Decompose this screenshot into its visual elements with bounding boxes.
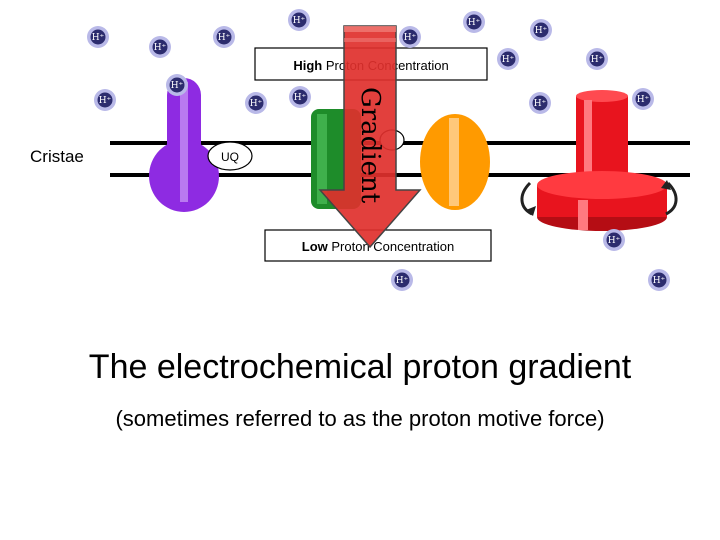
proton-ion: H⁺ [632,88,654,110]
gradient-label: Gradient [355,87,385,204]
proton-ion: H⁺ [586,48,608,70]
gradient-arrow: Gradient [318,25,422,249]
proton-ions: H⁺ H⁺ H⁺ H⁺ H⁺ H⁺ H⁺ H⁺ H⁺ H⁺ H⁺ H⁺ H⁺ H⁺ H⁺ H⁺ H⁺ H⁺ [87,9,670,291]
proton-ion: H⁺ [166,74,188,96]
page-title: The electrochemical proton gradient [88,348,632,386]
proton-ion: H⁺ [149,36,171,58]
svg-text:H⁺: H⁺ [171,81,184,91]
proton-ion: H⁺ [94,89,116,111]
svg-text:H⁺: H⁺ [535,26,548,36]
svg-text:H⁺: H⁺ [294,93,307,103]
proton-ion: H⁺ [87,26,109,48]
low-concentration-box: Low Proton Concentration [264,229,492,262]
proton-ion: H⁺ [288,9,310,31]
proton-ion: H⁺ [603,229,625,251]
proton-ion: H⁺ [399,26,421,48]
ubiquinone: UQ [207,141,253,171]
proton-ion: H⁺ [530,19,552,41]
complex-orange [420,114,490,210]
svg-text:H⁺: H⁺ [591,55,604,65]
svg-text:H⁺: H⁺ [92,33,105,43]
proton-ion: H⁺ [245,92,267,114]
proton-ion: H⁺ [648,269,670,291]
proton-ion: H⁺ [463,11,485,33]
svg-text:H⁺: H⁺ [502,55,515,65]
svg-text:H⁺: H⁺ [534,99,547,109]
svg-text:H⁺: H⁺ [404,33,417,43]
svg-text:H⁺: H⁺ [218,33,231,43]
low-label-bold: Low [302,239,329,254]
proton-ion: H⁺ [497,48,519,70]
atp-synthase [520,90,678,231]
svg-text:H⁺: H⁺ [653,276,666,286]
complex-purple [149,78,219,212]
proton-ion: H⁺ [391,269,413,291]
high-label-bold: High [293,58,322,73]
svg-text:H⁺: H⁺ [468,18,481,28]
page-subtitle: (sometimes referred to as the proton mot… [115,406,605,431]
svg-text:H⁺: H⁺ [250,99,263,109]
proton-ion: H⁺ [289,86,311,108]
low-label-rest: Proton Concentration [328,239,454,254]
cristae-label: Cristae [30,147,84,166]
svg-text:H⁺: H⁺ [396,276,409,286]
svg-text:Low Proton Concentration: Low Proton Concentration [302,239,454,254]
rotation-arrow-right-icon [665,181,678,216]
svg-text:H⁺: H⁺ [637,95,650,105]
svg-text:H⁺: H⁺ [293,16,306,26]
svg-text:H⁺: H⁺ [154,43,167,53]
proton-ion: H⁺ [213,26,235,48]
proton-ion: H⁺ [529,92,551,114]
svg-text:H⁺: H⁺ [608,236,621,246]
uq-label: UQ [221,150,239,164]
svg-text:H⁺: H⁺ [99,96,112,106]
